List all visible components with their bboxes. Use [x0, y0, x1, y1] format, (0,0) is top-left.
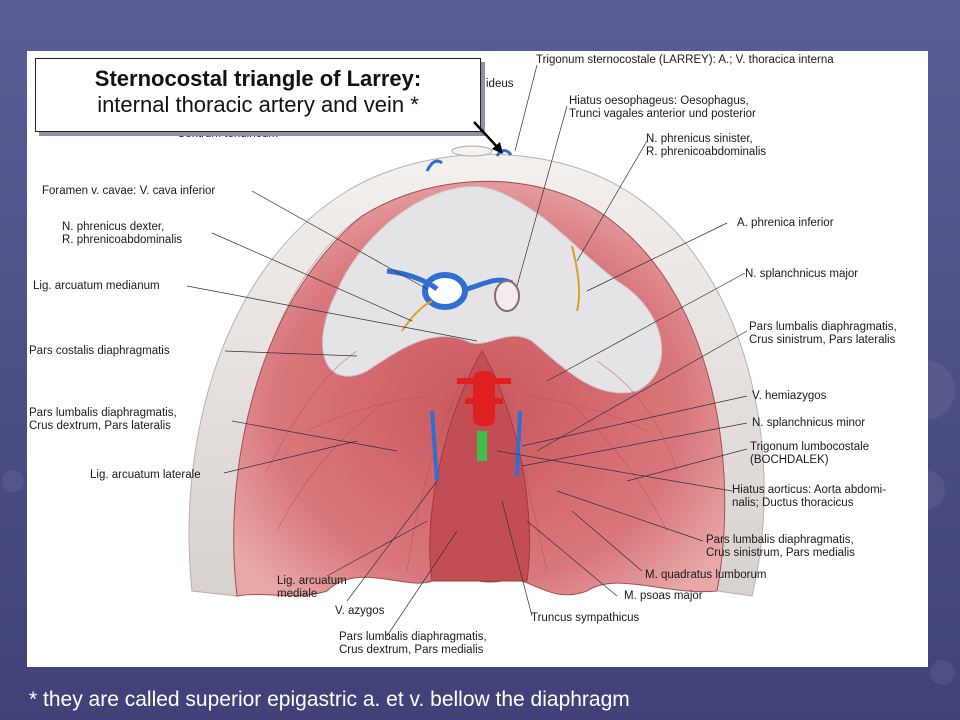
leader-lines [186, 64, 748, 637]
label-pars-lumbalis-dex-med: Pars lumbalis diaphragmatis,Crus dextrum… [339, 631, 487, 656]
label-pars-costalis: Pars costalis diaphragmatis [29, 345, 170, 357]
diaphragm-drawing [186, 64, 765, 637]
callout-arrow-icon [473, 121, 503, 154]
background-bubble [930, 660, 955, 685]
label-v-azygos: V. azygos [335, 605, 385, 617]
crura [429, 350, 531, 582]
aorta-branches [457, 378, 511, 404]
label-a-phrenica-inferior: A. phrenica inferior [737, 217, 834, 229]
phrenic-nerve-left [571, 245, 581, 312]
label-n-phrenicus-dexter: N. phrenicus dexter,R. phrenicoabdominal… [62, 221, 183, 246]
label-pars-lumbalis-sin-lat: Pars lumbalis diaphragmatis,Crus sinistr… [749, 321, 897, 346]
label-truncus-sympathicus: Truncus sympathicus [531, 612, 640, 624]
label-trigonum-lumbocostale: Trigonum lumbocostale(BOCHDALEK) [750, 441, 870, 466]
footnote: * they are called superior epigastric a.… [29, 688, 630, 711]
callout-box: Sternocostal triangle of Larrey: interna… [35, 58, 481, 132]
label-lig-arcuatum-laterale: Lig. arcuatum laterale [90, 469, 201, 481]
vena-cava-foramen [422, 272, 468, 310]
hemiazygos-vein [515, 410, 522, 477]
callout-subtitle: internal thoracic artery and vein * [97, 92, 419, 117]
azygos-vein [430, 410, 439, 482]
oesophageal-hiatus [494, 280, 520, 312]
label-partial-sternale: ideus [486, 78, 514, 90]
xiphoid [451, 145, 493, 157]
label-v-hemiazygos: V. hemiazygos [752, 390, 827, 402]
callout-title: Sternocostal triangle of Larrey: [94, 66, 422, 91]
label-hiatus-aorticus: Hiatus aorticus: Aorta abdomi-nalis; Duc… [732, 484, 887, 509]
label-n-splanchnicus-major: N. splanchnicus major [745, 268, 859, 280]
background-bubble [2, 470, 24, 492]
thoracic-duct [477, 431, 487, 461]
sternocostal-vessels [425, 149, 513, 172]
label-foramen-cavae: Foramen v. cavae: V. cava inferior [42, 185, 216, 197]
label-m-quadratus: M. quadratus lumborum [645, 569, 767, 581]
central-tendon [322, 186, 663, 394]
label-lig-arcuatum-medianum: Lig. arcuatum medianum [33, 280, 160, 292]
label-m-psoas: M. psoas major [624, 590, 703, 602]
label-pars-lumbalis-sin-med: Pars lumbalis diaphragmatis,Crus sinistr… [706, 534, 855, 559]
label-n-splanchnicus-minor: N. splanchnicus minor [752, 417, 866, 429]
label-n-phrenicus-sinister: N. phrenicus sinister,R. phrenicoabdomin… [646, 133, 767, 158]
label-hiatus-oesophageus: Hiatus oesophageus: Oesophagus,Trunci va… [569, 95, 756, 120]
label-pars-lumbalis-dex-lat: Pars lumbalis diaphragmatis,Crus dextrum… [29, 407, 177, 432]
label-trigonum-sternocostale: Trigonum sternocostale (LARREY): A.; V. … [536, 54, 834, 66]
diaphragm-illustration [27, 51, 928, 667]
